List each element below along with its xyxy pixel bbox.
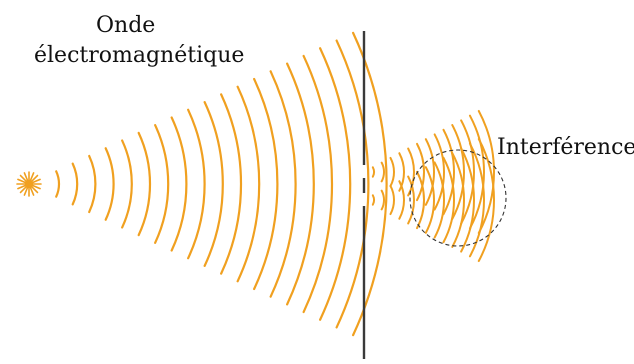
incident-wavefront	[137, 131, 152, 237]
incident-wavefront	[352, 31, 388, 337]
diffracted-wavefront-slit-1	[398, 152, 406, 192]
diffracted-wavefront-slit-1	[424, 138, 436, 206]
source-core	[24, 179, 34, 189]
incident-wavefront	[55, 170, 61, 198]
wave-label-line1: Onde	[96, 13, 156, 38]
incident-wavefront	[71, 162, 79, 206]
diffracted-wavefront-slit-1	[415, 142, 426, 202]
diffracted-wavefront-slit-1	[371, 166, 375, 178]
incident-wavefront	[154, 124, 170, 244]
source-ray	[29, 172, 35, 182]
incident-wavefront	[319, 47, 352, 321]
source-ray	[23, 172, 29, 182]
source-ray	[17, 178, 27, 184]
diffracted-wavefronts	[371, 109, 495, 263]
diffracted-wavefront-slit-2	[460, 147, 475, 253]
diffracted-wavefront-slit-1	[477, 109, 495, 235]
diffracted-wavefront-slit-2	[442, 156, 456, 244]
diffracted-wavefront-slit-2	[389, 184, 395, 216]
source-ray	[19, 186, 27, 194]
diffracted-wavefront-slit-1	[460, 119, 475, 225]
source-ray	[31, 178, 41, 184]
interference-label: Interférences	[497, 135, 634, 160]
incident-wavefront	[335, 39, 370, 329]
diffracted-wavefront-slit-2	[468, 142, 485, 258]
source-ray	[31, 174, 39, 182]
incident-wavefront	[286, 62, 315, 306]
incident-wavefront	[236, 85, 261, 283]
diffracted-wavefront-slit-1	[468, 114, 485, 230]
incident-wavefront	[104, 147, 115, 221]
diffracted-wavefront-slit-2	[407, 175, 415, 225]
source-ray	[31, 184, 41, 190]
incident-wavefront	[220, 93, 243, 275]
diffracted-wavefront-slit-1	[451, 124, 465, 220]
wave-label-line2: électromagnétique	[34, 43, 245, 68]
incident-wavefront	[269, 70, 297, 298]
diffracted-wavefront-slit-1	[442, 128, 456, 216]
incident-wavefront	[121, 139, 133, 229]
incident-wavefront	[302, 54, 334, 314]
incident-wavefronts	[55, 31, 388, 337]
incident-wavefront	[187, 108, 206, 260]
source-icon	[16, 171, 42, 197]
diffracted-wavefront-slit-2	[398, 180, 406, 220]
source-ray	[17, 184, 27, 190]
diffracted-wavefront-slit-2	[380, 189, 385, 211]
interference-zone-circle	[409, 149, 507, 247]
diffracted-wavefront-slit-2	[424, 166, 436, 234]
diffracted-wavefront-slit-2	[371, 194, 375, 206]
diffracted-wavefront-slit-1	[380, 161, 385, 183]
source-ray	[23, 186, 29, 196]
source-ray	[19, 174, 27, 182]
source-ray	[31, 186, 39, 194]
incident-wavefront	[203, 101, 224, 267]
incident-wavefront	[170, 116, 188, 252]
incident-wavefront	[88, 154, 97, 214]
diffracted-wavefront-slit-2	[477, 137, 495, 263]
diffracted-wavefront-slit-1	[433, 133, 445, 211]
diffracted-wavefront-slit-2	[451, 152, 465, 248]
diffracted-wavefront-slit-2	[415, 170, 426, 230]
source-ray	[29, 186, 35, 196]
incident-wavefront	[253, 77, 279, 291]
diffracted-wavefront-slit-1	[389, 156, 395, 188]
diffracted-wavefront-slit-2	[433, 161, 445, 239]
